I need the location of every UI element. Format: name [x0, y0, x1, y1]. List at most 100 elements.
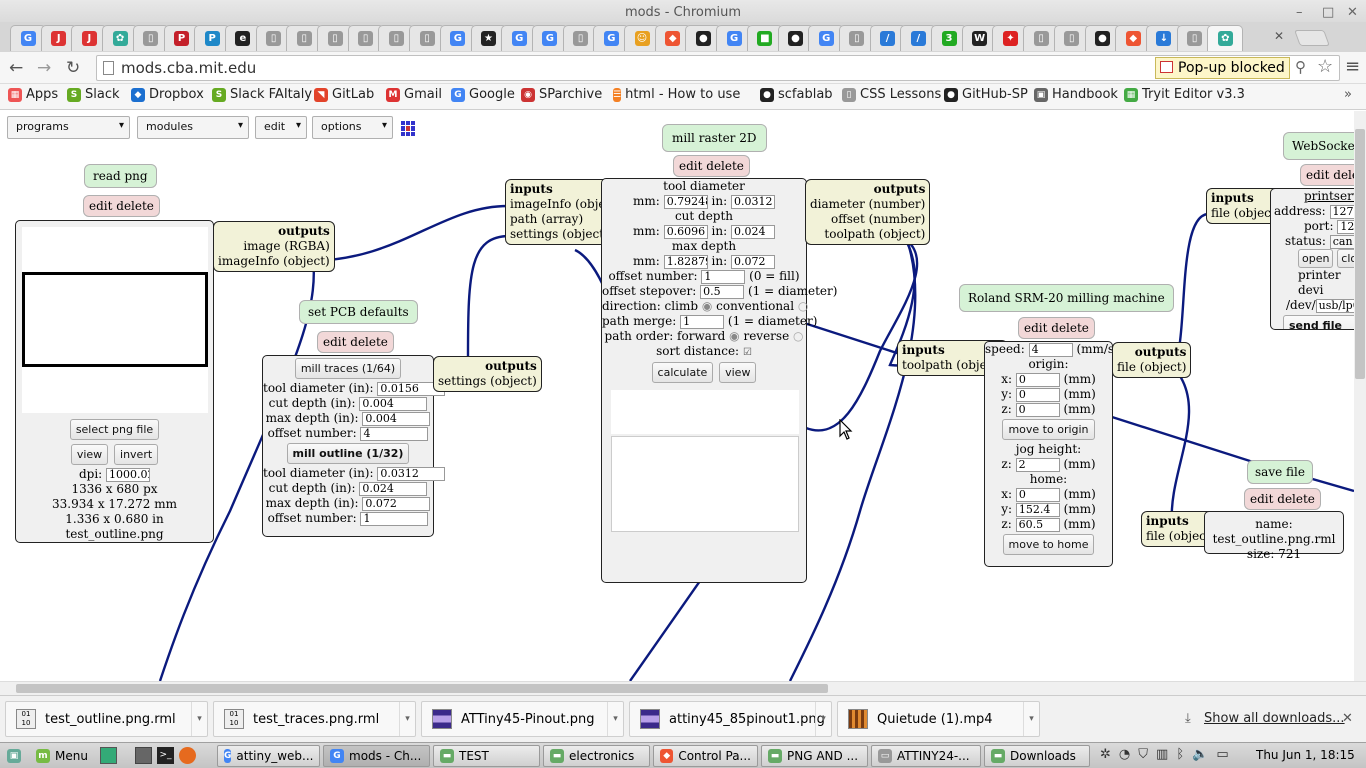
path-merge-input[interactable]: 1 — [680, 314, 725, 329]
cut-depth-mm-input[interactable]: 0.6096 — [663, 224, 708, 239]
mill-raster-outputs[interactable]: outputs diameter (number) offset (number… — [805, 179, 931, 245]
download-options-icon[interactable]: ▾ — [1023, 702, 1039, 736]
close-socket-button[interactable]: clos — [1337, 249, 1354, 268]
zoom-icon[interactable]: ⚲ — [1295, 58, 1306, 76]
browser-tab[interactable]: / — [869, 25, 906, 51]
save-file-inputs[interactable]: inputs file (object) — [1141, 511, 1221, 547]
modules-menu[interactable]: modules — [137, 116, 249, 139]
printserver-link[interactable]: printserve — [1304, 189, 1354, 203]
speed-input[interactable]: 4 — [1028, 342, 1073, 357]
browser-tab[interactable]: P — [163, 25, 200, 51]
taskbar-window-button[interactable]: ▭ATTINY24-... — [871, 745, 981, 767]
horizontal-scrollbar[interactable] — [0, 681, 1366, 695]
show-all-downloads-link[interactable]: Show all downloads... — [1204, 711, 1345, 726]
download-item[interactable]: attiny45_85pinout1.png▾ — [629, 701, 832, 737]
read-png-controls[interactable]: edit delete — [83, 195, 160, 217]
climb-radio[interactable]: ◉ — [701, 299, 713, 313]
move-to-home-button[interactable]: move to home — [1002, 534, 1095, 555]
popup-blocked-indicator[interactable]: Pop-up blocked — [1155, 57, 1290, 79]
address-bar[interactable]: mods.cba.mit.edu Pop-up blocked ⚲ ☆ — [96, 55, 1340, 81]
outline-max-depth-input[interactable]: 0.072 — [362, 496, 431, 511]
open-button[interactable]: open — [1298, 249, 1334, 268]
output-imageinfo[interactable]: imageInfo (object) — [218, 254, 330, 268]
browser-tab[interactable]: G — [593, 25, 630, 51]
output-settings[interactable]: settings (object) — [438, 374, 537, 388]
bluetooth-tray-icon[interactable]: ᛒ — [1176, 747, 1185, 762]
options-menu[interactable]: options — [312, 116, 393, 139]
bookmark-item[interactable]: ☰html - How to use re — [613, 87, 745, 102]
pcb-defaults-controls[interactable]: edit delete — [317, 331, 394, 353]
bookmark-item[interactable]: ▯CSS Lessons — [842, 87, 941, 102]
start-menu-button[interactable]: m Menu — [30, 745, 94, 767]
browser-tab[interactable]: W — [961, 25, 998, 51]
browser-tab[interactable]: ▯ — [1176, 25, 1213, 51]
bookmark-item[interactable]: ▣Handbook — [1034, 87, 1118, 102]
browser-tab[interactable]: ☺ — [624, 25, 660, 51]
download-options-icon[interactable]: ▾ — [607, 702, 623, 736]
port-input[interactable]: 1234 — [1337, 219, 1354, 234]
chrome-menu-icon[interactable]: ≡ — [1345, 56, 1361, 77]
network-tray-icon[interactable]: ▥ — [1156, 747, 1169, 762]
show-desktop-icon[interactable] — [135, 747, 152, 764]
edit-menu[interactable]: edit — [255, 116, 307, 139]
outline-tool-diameter-input[interactable]: 0.0312 — [377, 466, 446, 481]
cut-depth-in-input[interactable]: 0.024 — [730, 224, 775, 239]
bookmark-item[interactable]: ▦Apps — [8, 87, 58, 102]
input-toolpath[interactable]: toolpath (object) — [902, 358, 1003, 372]
websocket-title[interactable]: WebSocket p — [1283, 132, 1354, 160]
output-toolpath[interactable]: toolpath (object) — [824, 227, 926, 241]
view-png-button[interactable]: view — [70, 444, 109, 465]
traces-max-depth-input[interactable]: 0.004 — [362, 411, 431, 426]
reload-button[interactable]: ↻ — [66, 58, 81, 78]
outline-offset-number-input[interactable]: 1 — [360, 511, 429, 526]
roland-outputs[interactable]: outputs file (object) — [1112, 342, 1192, 378]
taskbar-window-button[interactable]: ▬PNG AND ... — [761, 745, 868, 767]
roland-title[interactable]: Roland SRM-20 milling machine — [959, 284, 1174, 312]
address-input[interactable]: 127.0.0 — [1329, 204, 1354, 219]
taskbar-window-button[interactable]: ▬electronics — [543, 745, 650, 767]
read-png-title[interactable]: read png — [84, 164, 157, 188]
bookmarks-more-icon[interactable]: » — [1344, 87, 1352, 102]
websocket-controls[interactable]: edit delet — [1300, 164, 1354, 186]
browser-tab[interactable]: ▯ — [1023, 25, 1060, 51]
browser-tab[interactable]: ✿ — [1207, 25, 1244, 51]
browser-tab[interactable]: ▯ — [255, 25, 292, 51]
home-x-input[interactable]: 0 — [1015, 487, 1060, 502]
save-file-controls[interactable]: edit delete — [1244, 488, 1321, 510]
mill-raster-controls[interactable]: edit delete — [673, 155, 750, 177]
bookmark-item[interactable]: ●GitHub-SP — [944, 87, 1028, 102]
input-file[interactable]: file (object) — [1211, 206, 1281, 220]
browser-tab[interactable]: J — [71, 25, 108, 51]
browser-tab[interactable]: G — [501, 25, 538, 51]
browser-tab[interactable]: G — [439, 25, 476, 51]
max-depth-mm-input[interactable]: 1.828799 — [663, 254, 708, 269]
browser-tab[interactable]: ▯ — [286, 25, 323, 51]
browser-tab[interactable]: e — [224, 25, 261, 51]
device-input[interactable]: usb/lp0 — [1315, 298, 1354, 313]
save-file-title[interactable]: save file — [1247, 460, 1313, 484]
traces-offset-number-input[interactable]: 4 — [360, 426, 429, 441]
maximize-button[interactable]: □ — [1322, 5, 1335, 20]
shield-tray-icon[interactable]: ⛉ — [1138, 747, 1149, 762]
select-png-button[interactable]: select png file — [69, 419, 160, 440]
taskbar-window-button[interactable]: ▬TEST — [433, 745, 540, 767]
output-diameter[interactable]: diameter (number) — [810, 197, 926, 211]
browser-tab[interactable]: ▯ — [317, 25, 353, 51]
browser-tab[interactable]: ▯ — [132, 25, 169, 51]
grid-icon[interactable] — [401, 121, 416, 136]
browser-tab[interactable]: P — [194, 25, 231, 51]
tool-diameter-mm-input[interactable]: 0.79248 — [663, 194, 708, 209]
programs-menu[interactable]: programs — [7, 116, 130, 139]
browser-tab[interactable]: ▯ — [347, 25, 384, 51]
update-tray-icon[interactable]: ◔ — [1118, 747, 1131, 762]
url-text[interactable]: mods.cba.mit.edu — [121, 59, 257, 77]
taskbar-window-button[interactable]: ▬Downloads — [984, 745, 1090, 767]
pcb-defaults-title[interactable]: set PCB defaults — [299, 300, 418, 324]
outline-cut-depth-input[interactable]: 0.024 — [359, 481, 428, 496]
taskbar-window-button[interactable]: ◆Control Pa... — [653, 745, 758, 767]
clock[interactable]: Thu Jun 1, 18:15 — [1256, 748, 1355, 762]
